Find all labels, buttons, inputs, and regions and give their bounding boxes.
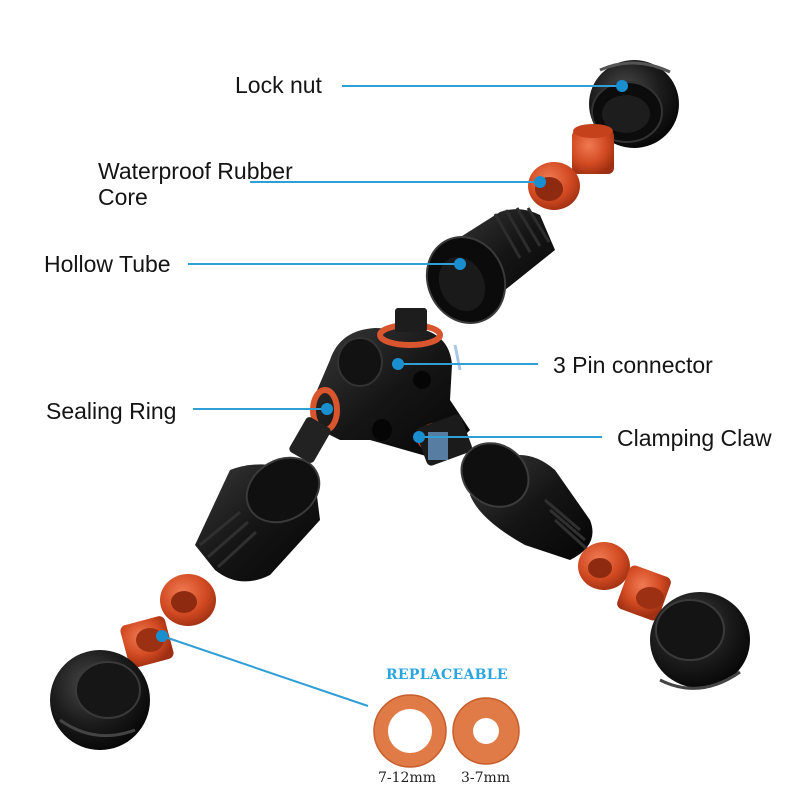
size-label-small: 3-7mm xyxy=(461,770,511,786)
size-label-large: 7-12mm xyxy=(378,770,437,786)
callout-line-replaceable xyxy=(161,635,369,707)
washer-3-7mm xyxy=(452,697,520,765)
lock-nut-left xyxy=(50,650,150,750)
hollow-tube-right xyxy=(460,442,593,560)
lock-nut-right xyxy=(650,592,750,690)
hollow-tube-top xyxy=(425,207,555,324)
label-lock-nut: Lock nut xyxy=(235,72,322,98)
lock-nut-top xyxy=(589,60,679,148)
three-pin-connector-body xyxy=(289,308,472,466)
callout-dots xyxy=(156,80,628,642)
hollow-tube-left xyxy=(195,456,321,582)
washer-7-12mm xyxy=(373,694,447,768)
label-sealing-ring: Sealing Ring xyxy=(46,398,177,424)
callout-lines xyxy=(161,85,622,707)
rubber-core-left xyxy=(120,574,216,668)
rubber-core-top xyxy=(528,124,614,210)
label-waterproof-rubber-core: Waterproof Rubber Core xyxy=(98,158,293,210)
label-hollow-tube: Hollow Tube xyxy=(44,251,171,277)
rubber-core-right xyxy=(578,542,671,621)
label-3-pin-connector: 3 Pin connector xyxy=(553,352,713,378)
label-clamping-claw: Clamping Claw xyxy=(617,425,772,451)
replaceable-badge: REPLACEABLE xyxy=(386,667,508,683)
